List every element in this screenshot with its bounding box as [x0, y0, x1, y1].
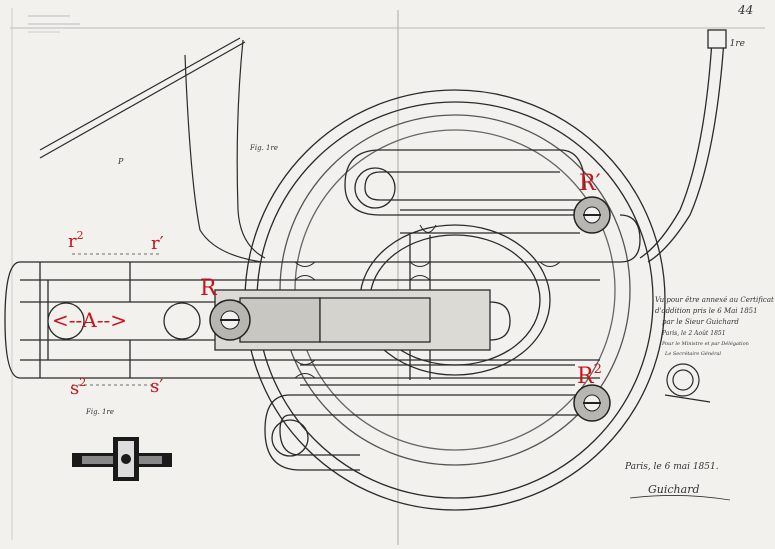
upper-crook	[344, 149, 641, 380]
label-s-prime: s′	[150, 376, 163, 397]
date-line: Paris, le 6 mai 1851.	[624, 462, 719, 472]
fig-label-top: Fig. 1re	[249, 144, 278, 152]
signature: Guichard	[648, 483, 700, 496]
label-R2: R2	[577, 362, 602, 389]
svg-text:Pour le Ministre et par Déléga: Pour le Ministre et par Délégation	[661, 340, 749, 347]
certification-note: Vu pour être annexé au Certificat d'addi…	[655, 296, 774, 357]
horn-bell	[39, 37, 266, 263]
signature-flourish	[629, 495, 731, 501]
mouthpipe	[639, 29, 727, 263]
dimension-lines	[72, 253, 160, 386]
label-R-prime: R′	[579, 171, 601, 196]
plate-number: Pl. 1re	[714, 39, 745, 49]
tube-joints	[294, 224, 561, 379]
label-r-prime: r′	[151, 233, 164, 254]
letter-p: P	[117, 157, 124, 166]
label-r2: r2	[68, 229, 84, 252]
label-s2: s2	[70, 376, 86, 399]
svg-text:Paris, le 2 Août 1851: Paris, le 2 Août 1851	[661, 330, 726, 337]
page-number: 44	[737, 3, 753, 17]
svg-text:d'addition pris le 6 Mai 1851: d'addition pris le 6 Mai 1851	[655, 307, 758, 315]
valve-detail-figure	[72, 437, 172, 481]
label-R: R	[200, 276, 218, 301]
label-A: <--A-->	[52, 308, 127, 332]
rotor-R2	[573, 384, 611, 422]
rotor-R-prime	[573, 196, 611, 234]
lower-crook	[264, 364, 580, 471]
svg-text:Le Secrétaire Général: Le Secrétaire Général	[664, 350, 721, 357]
header-scribbles	[28, 15, 80, 33]
svg-text:Vu pour être annexé au Certifi: Vu pour être annexé au Certificat	[655, 296, 774, 304]
svg-text:par le Sieur Guichard: par le Sieur Guichard	[662, 318, 739, 326]
water-key	[664, 363, 711, 403]
rotor-R	[209, 299, 251, 341]
fig-label-bottom: Fig. 1re	[85, 408, 114, 416]
